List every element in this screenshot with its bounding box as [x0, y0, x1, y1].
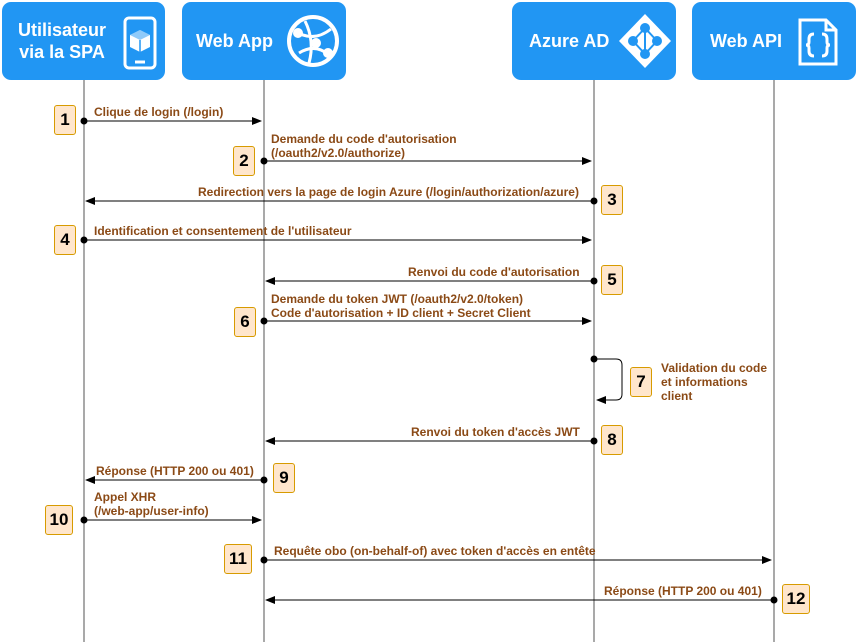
message-6-label: Demande du token JWT (/oauth2/v2.0/token… [271, 292, 531, 320]
api-braces-icon [798, 18, 838, 66]
step-badge-5: 5 [601, 265, 623, 295]
message-7-line2: et informations [661, 375, 748, 389]
step-badge-7: 7 [630, 367, 652, 397]
actor-webapi-label: Web API [710, 31, 783, 51]
actor-azure-label: Azure AD [529, 31, 610, 51]
arrow-5 [265, 277, 598, 285]
lifeline-webapp [263, 80, 265, 642]
message-6-line1: Demande du token JWT (/oauth2/v2.0/token… [271, 292, 524, 306]
arrow-11 [260, 556, 772, 564]
message-9-label: Réponse (HTTP 200 ou 401) [96, 464, 254, 478]
step-badge-10: 10 [45, 505, 73, 535]
arrow-3 [85, 197, 598, 205]
step-badge-6: 6 [234, 307, 256, 337]
message-7-line3: client [661, 389, 693, 403]
arrow-2 [260, 157, 592, 165]
message-10-line2: (/web-app/user-info) [94, 504, 209, 518]
step-badge-1: 1 [54, 105, 76, 135]
message-7-label: Validation du code et informations clien… [661, 361, 767, 403]
actor-webapp-label: Web App [196, 31, 273, 51]
message-2-label: Demande du code d'autorisation (/oauth2/… [271, 132, 457, 160]
message-5-label: Renvoi du code d'autorisation [408, 265, 580, 279]
actor-webapi: Web API [692, 2, 856, 80]
arrow-4 [80, 236, 592, 244]
globe-network-icon [287, 15, 339, 67]
lifeline-spa [83, 80, 85, 642]
step-badge-4: 4 [54, 225, 76, 255]
message-7-line1: Validation du code [661, 361, 768, 375]
message-10-line1: Appel XHR [94, 490, 157, 504]
actor-spa-line1: Utilisateur [17, 20, 107, 40]
message-11-label: Requête obo (on-behalf-of) avec token d'… [274, 544, 596, 558]
arrow-9 [85, 476, 268, 484]
message-2-line2: (/oauth2/v2.0/authorize) [271, 146, 406, 160]
message-4-label: Identification et consentement de l'util… [94, 224, 352, 238]
message-10-label: Appel XHR (/web-app/user-info) [94, 490, 209, 518]
step-badge-9: 9 [273, 463, 295, 493]
arrow-8 [265, 437, 598, 445]
message-6-line2: Code d'autorisation + ID client + Secret… [271, 306, 531, 320]
step-badge-3: 3 [601, 185, 623, 215]
arrow-6 [260, 317, 592, 325]
step-badge-2: 2 [233, 146, 255, 176]
actor-spa: Utilisateur via la SPA [2, 2, 165, 80]
step-badge-11: 11 [224, 544, 252, 574]
message-8-label: Renvoi du token d'accès JWT [411, 425, 580, 439]
arrow-7-self [590, 355, 623, 404]
message-12-label: Réponse (HTTP 200 ou 401) [604, 584, 762, 598]
actor-spa-label: Utilisateur via la SPA [10, 19, 114, 63]
azure-ad-icon [619, 14, 671, 68]
step-badge-8: 8 [601, 425, 623, 455]
actor-azure: Azure AD [512, 2, 676, 80]
arrow-1 [80, 117, 262, 125]
actor-spa-line2: via la SPA [19, 42, 105, 62]
lifeline-webapi [773, 80, 775, 642]
message-3-label: Redirection vers la page de login Azure … [198, 185, 579, 199]
message-1-label: Clique de login (/login) [94, 105, 224, 119]
message-2-line1: Demande du code d'autorisation [271, 132, 457, 146]
mobile-app-icon [123, 16, 157, 70]
arrow-10 [80, 516, 262, 524]
step-badge-12: 12 [782, 584, 810, 614]
actor-webapp: Web App [182, 2, 346, 80]
arrow-12 [265, 596, 778, 604]
